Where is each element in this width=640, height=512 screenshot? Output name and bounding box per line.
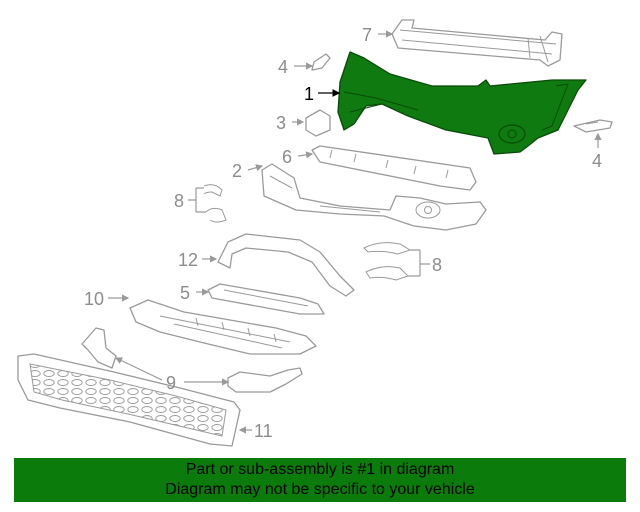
callout-4-upper: 4 — [278, 57, 288, 77]
part-8-clips-right — [363, 242, 412, 281]
banner-line-2: Diagram may not be specific to your vehi… — [165, 481, 475, 498]
callout-9: 9 — [166, 373, 176, 393]
part-9-bracket-right — [227, 367, 303, 393]
banner-line-1: Part or sub-assembly is #1 in diagram — [185, 461, 455, 478]
callout-4-right: 4 — [592, 151, 602, 171]
callout-6: 6 — [282, 147, 292, 167]
part-9-bracket-left — [81, 327, 117, 369]
callout-2: 2 — [232, 161, 242, 181]
part-12-skid-bar — [217, 233, 355, 297]
part-4-bracket-right — [573, 119, 613, 133]
callout-11: 11 — [254, 421, 273, 441]
info-banner: Part or sub-assembly is #1 in diagram Di… — [14, 458, 626, 502]
part-7-reinforcement-beam — [391, 19, 563, 67]
part-11-lower-grille — [17, 353, 241, 447]
callout-8-left: 8 — [174, 191, 184, 211]
part-5-deflector — [207, 283, 325, 315]
callout-3: 3 — [276, 113, 286, 133]
part-8-clips-left — [203, 184, 227, 223]
callout-10: 10 — [84, 289, 104, 309]
part-6-absorber — [311, 145, 477, 191]
leader-lines — [108, 30, 602, 434]
part-1-bumper-cover — [337, 51, 587, 155]
parts-diagram: 1 2 3 4 4 5 6 7 8 8 9 10 11 12 — [17, 19, 613, 447]
part-3-tow-hook-cover — [305, 109, 331, 137]
part-4-clip-upper — [311, 53, 331, 71]
callout-8-right: 8 — [432, 255, 442, 275]
part-10-air-dam — [129, 299, 317, 355]
callout-12: 12 — [178, 250, 198, 270]
callout-7: 7 — [362, 25, 372, 45]
callout-5: 5 — [180, 283, 190, 303]
part-2-lower-fascia — [261, 163, 487, 231]
callout-1: 1 — [304, 84, 314, 104]
